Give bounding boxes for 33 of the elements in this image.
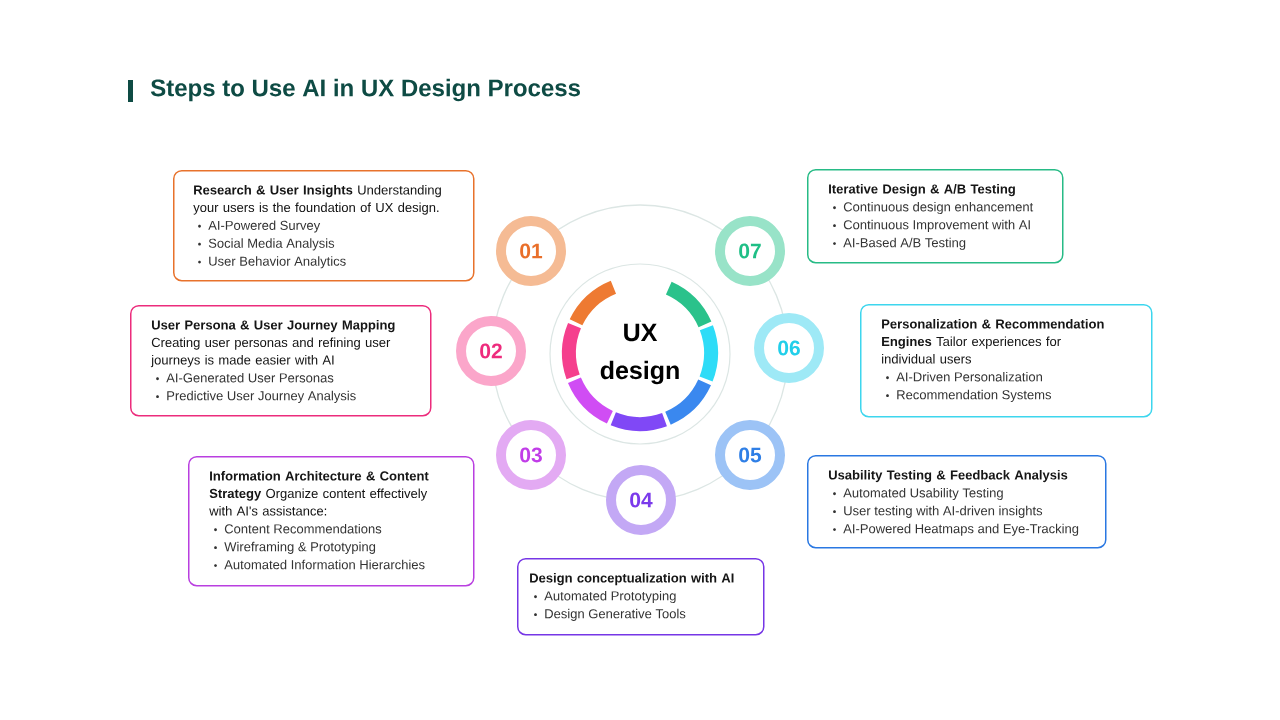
list-item: Recommendation Systems bbox=[897, 389, 1052, 402]
card-heading: Personalization & Recommendation Engines Tailor experiences for individual users bbox=[882, 319, 1104, 364]
list-item: Design Generative Tools bbox=[545, 608, 686, 621]
number-ring: 06 bbox=[754, 313, 824, 383]
list-item: AI-Generated User Personas bbox=[166, 372, 334, 383]
list-item: AI-Powered Heatmaps and Eye-Tracking bbox=[843, 523, 1079, 536]
number-ring: 04 bbox=[606, 465, 676, 535]
list-item: Wireframing & Prototyping bbox=[224, 541, 376, 554]
number-ring: 07 bbox=[715, 216, 785, 286]
card-heading: Research & User Insights Understanding your users is the foundation of UX design. bbox=[193, 185, 441, 215]
card-heading: Iterative Design & A/B Testing bbox=[829, 184, 1015, 197]
list-item: Predictive User Journey Analysis bbox=[167, 390, 356, 403]
list-item: Continuous Improvement with AI bbox=[843, 219, 1030, 232]
number-ring: 05 bbox=[715, 420, 785, 490]
list-item: Social Media Analysis bbox=[208, 238, 335, 251]
card-heading: User Persona & User Journey Mapping Creating user personas and refining user journeys is made easier with AI bbox=[150, 320, 395, 368]
list-item: User Behavior Analytics bbox=[209, 256, 346, 269]
number-ring: 02 bbox=[456, 316, 526, 386]
number-ring: 01 bbox=[496, 216, 566, 286]
card-heading: Usability Testing & Feedback Analysis bbox=[829, 470, 1068, 483]
list-item: User testing with AI-driven insights bbox=[844, 505, 1043, 518]
list-item: Automated Usability Testing bbox=[843, 487, 1003, 501]
number-ring: 03 bbox=[496, 420, 566, 490]
list-item: AI-Based A/B Testing bbox=[843, 237, 966, 250]
list-item: Automated Information Hierarchies bbox=[224, 559, 425, 570]
list-item: AI-Driven Personalization bbox=[896, 371, 1042, 382]
list-item: Content Recommendations bbox=[224, 523, 382, 534]
list-item: Continuous design enhancement bbox=[843, 201, 1034, 215]
list-item: AI-Powered Survey bbox=[208, 220, 321, 233]
card-heading: Information Architecture & Content Strategy Organize content effectively with AI's assistance: bbox=[209, 471, 429, 516]
card-heading: Design conceptualization with AI bbox=[530, 573, 734, 586]
list-item: Automated Prototyping bbox=[544, 590, 676, 604]
title: Steps to Use AI in UX Design Process bbox=[150, 78, 580, 102]
